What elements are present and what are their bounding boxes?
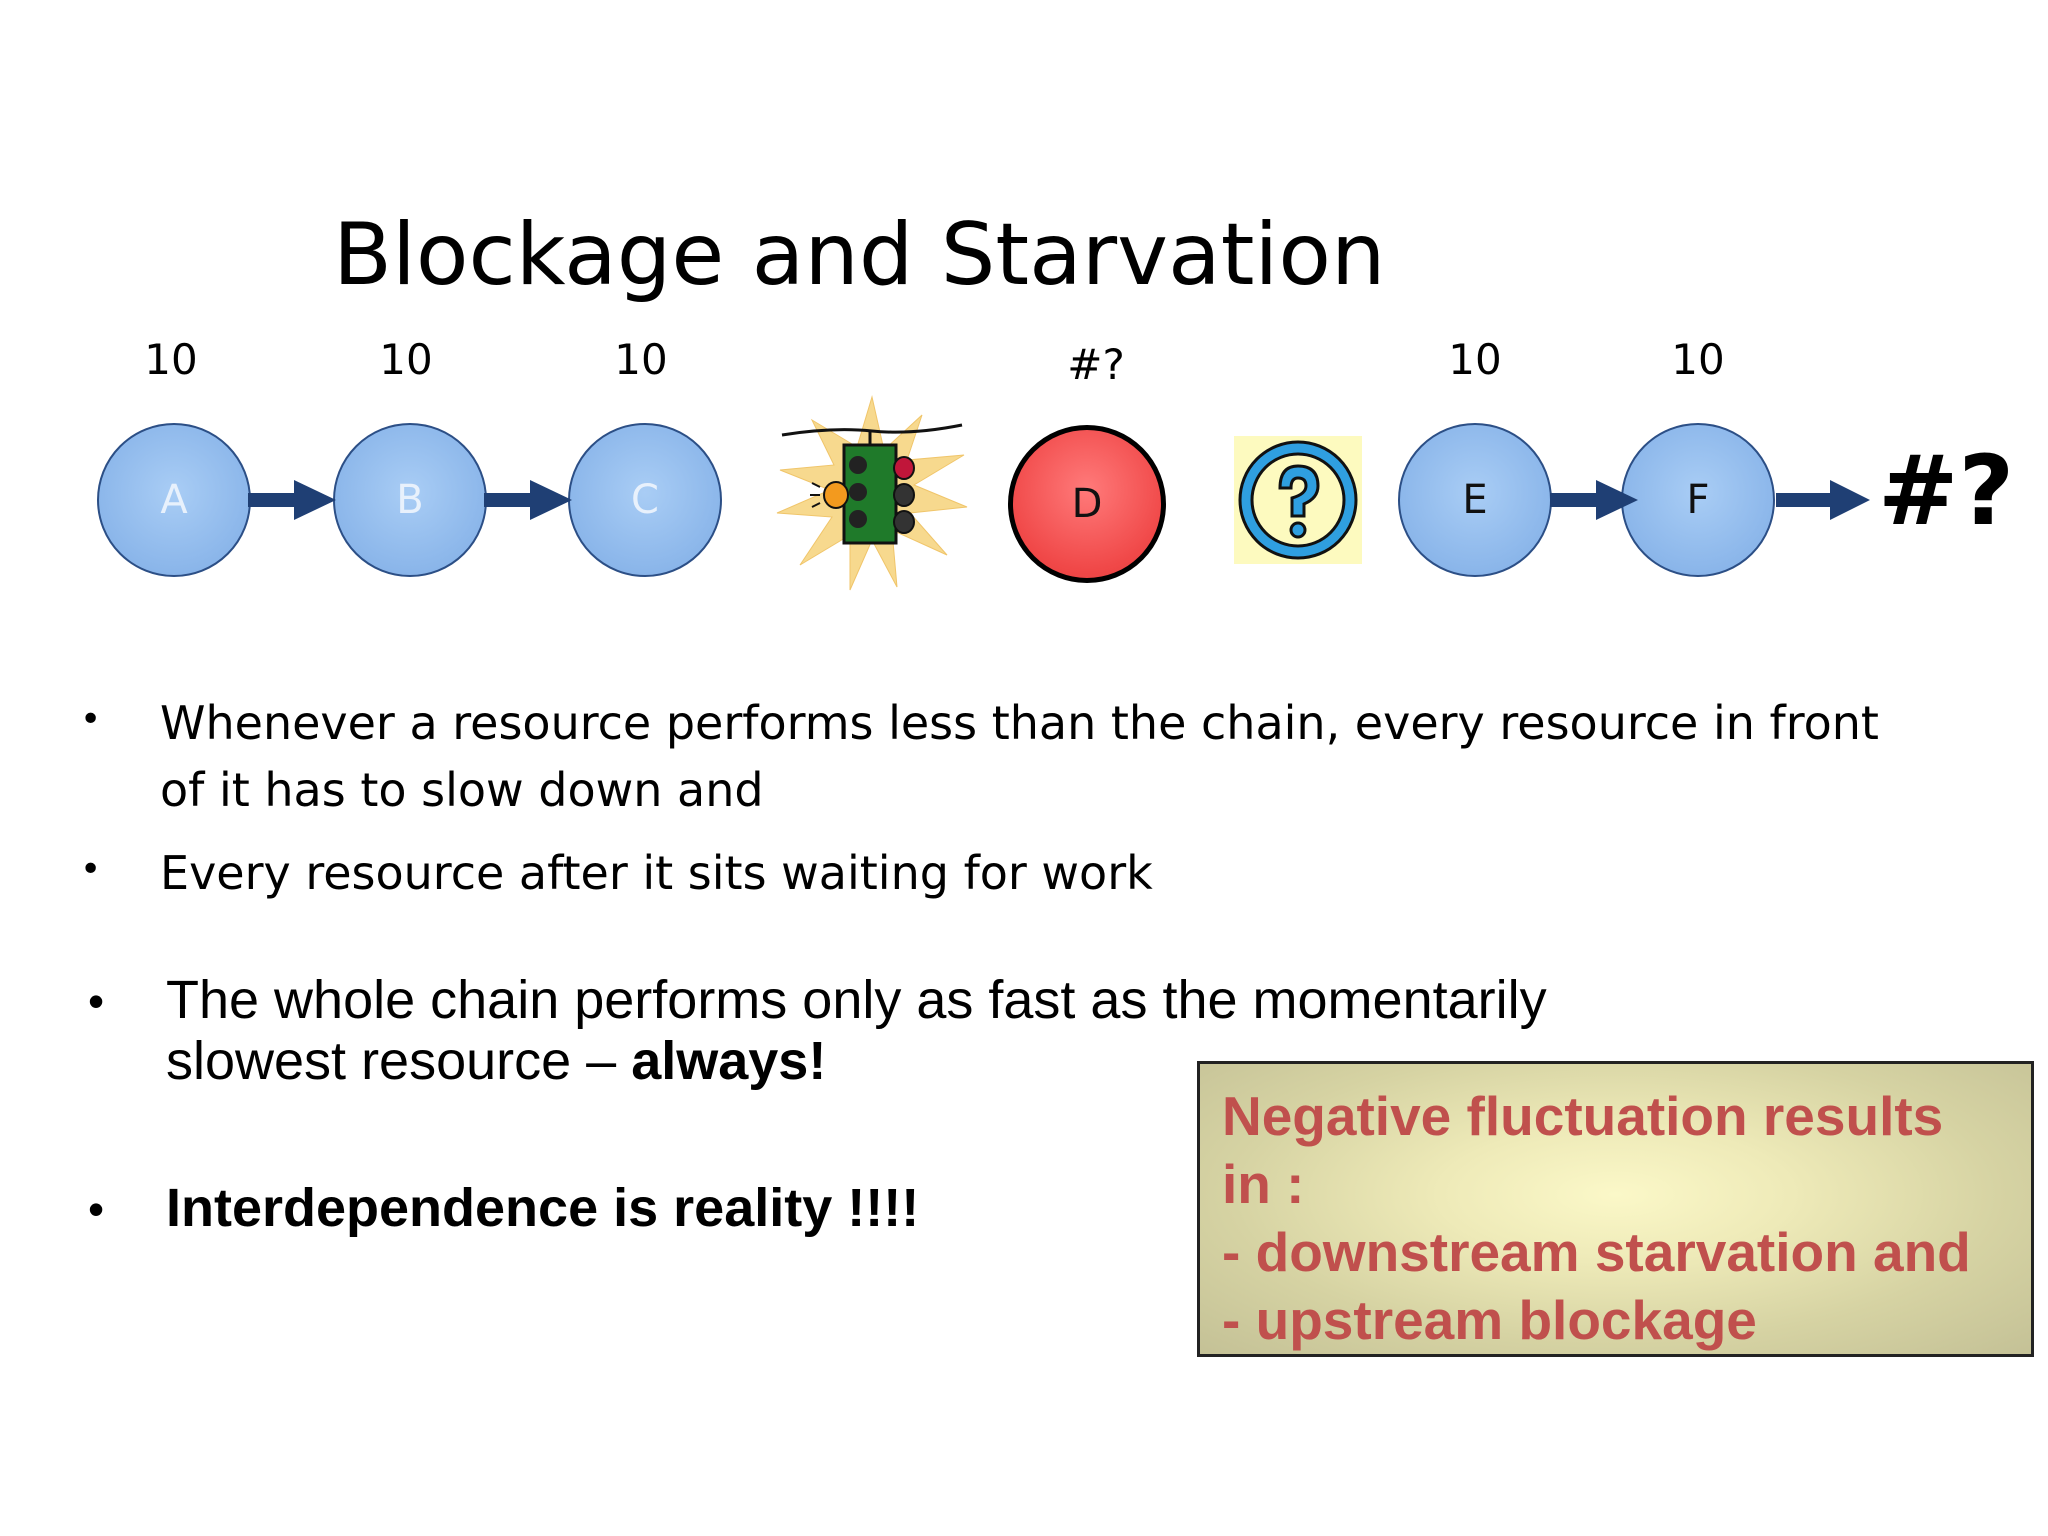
arrow-e-to-f: [1550, 480, 1638, 520]
page-title: Blockage and Starvation: [333, 205, 1386, 305]
node-label-a: A: [160, 477, 188, 523]
callout-line-3: - downstream starvation and: [1222, 1221, 1971, 1283]
bullet-3-line-2: slowest resource – always!: [166, 1031, 1547, 1092]
bullet-2-line-1: Every resource after it sits waiting for…: [160, 846, 1153, 900]
resource-node-e: E: [1398, 423, 1552, 577]
arrow-a-to-b: [248, 480, 336, 520]
bullet-dot: •: [88, 1183, 105, 1235]
callout-line-1: Negative fluctuation results: [1222, 1085, 1944, 1147]
bullet-dot: •: [80, 699, 102, 740]
callout-line-4: - upstream blockage: [1222, 1289, 1757, 1351]
bullet-1-line-1: Whenever a resource performs less than t…: [160, 696, 1879, 750]
callout-line-2: in :: [1222, 1153, 1305, 1215]
rate-label-e: 10: [1448, 335, 1502, 384]
callout-box: Negative fluctuation results in : - down…: [1197, 1061, 2034, 1357]
bullet-3-line-1: The whole chain performs only as fast as…: [166, 970, 1547, 1030]
question-mark-icon: [1234, 436, 1362, 564]
rate-label-c: 10: [614, 335, 668, 384]
constraint-node-d: D: [1008, 425, 1166, 583]
bullet-3-emphasis: always!: [631, 1031, 827, 1092]
bullet-dot: •: [88, 975, 105, 1027]
bullet-4-text: Interdependence is reality !!!!: [166, 1178, 920, 1238]
output-label: #?: [1878, 435, 2015, 547]
bullet-3-line-2-prefix: slowest resource –: [166, 1031, 632, 1092]
rate-label-f: 10: [1671, 335, 1725, 384]
traffic-light-icon: [776, 395, 968, 591]
bullet-dot: •: [80, 849, 102, 890]
rate-label-b: 10: [379, 335, 433, 384]
arrow-b-to-c: [484, 480, 572, 520]
node-label-f: F: [1686, 477, 1710, 523]
resource-node-a: A: [97, 423, 251, 577]
arrow-f-to-output: [1776, 480, 1870, 520]
node-label-b: B: [396, 477, 424, 523]
rate-label-a: 10: [144, 335, 198, 384]
node-label-e: E: [1462, 477, 1488, 523]
resource-node-c: C: [568, 423, 722, 577]
resource-node-b: B: [333, 423, 487, 577]
node-label-d: D: [1071, 481, 1103, 527]
rate-label-d: #?: [1067, 340, 1125, 389]
resource-node-f: F: [1621, 423, 1775, 577]
node-label-c: C: [631, 477, 659, 523]
bullet-1-line-2: of it has to slow down and: [160, 762, 764, 817]
